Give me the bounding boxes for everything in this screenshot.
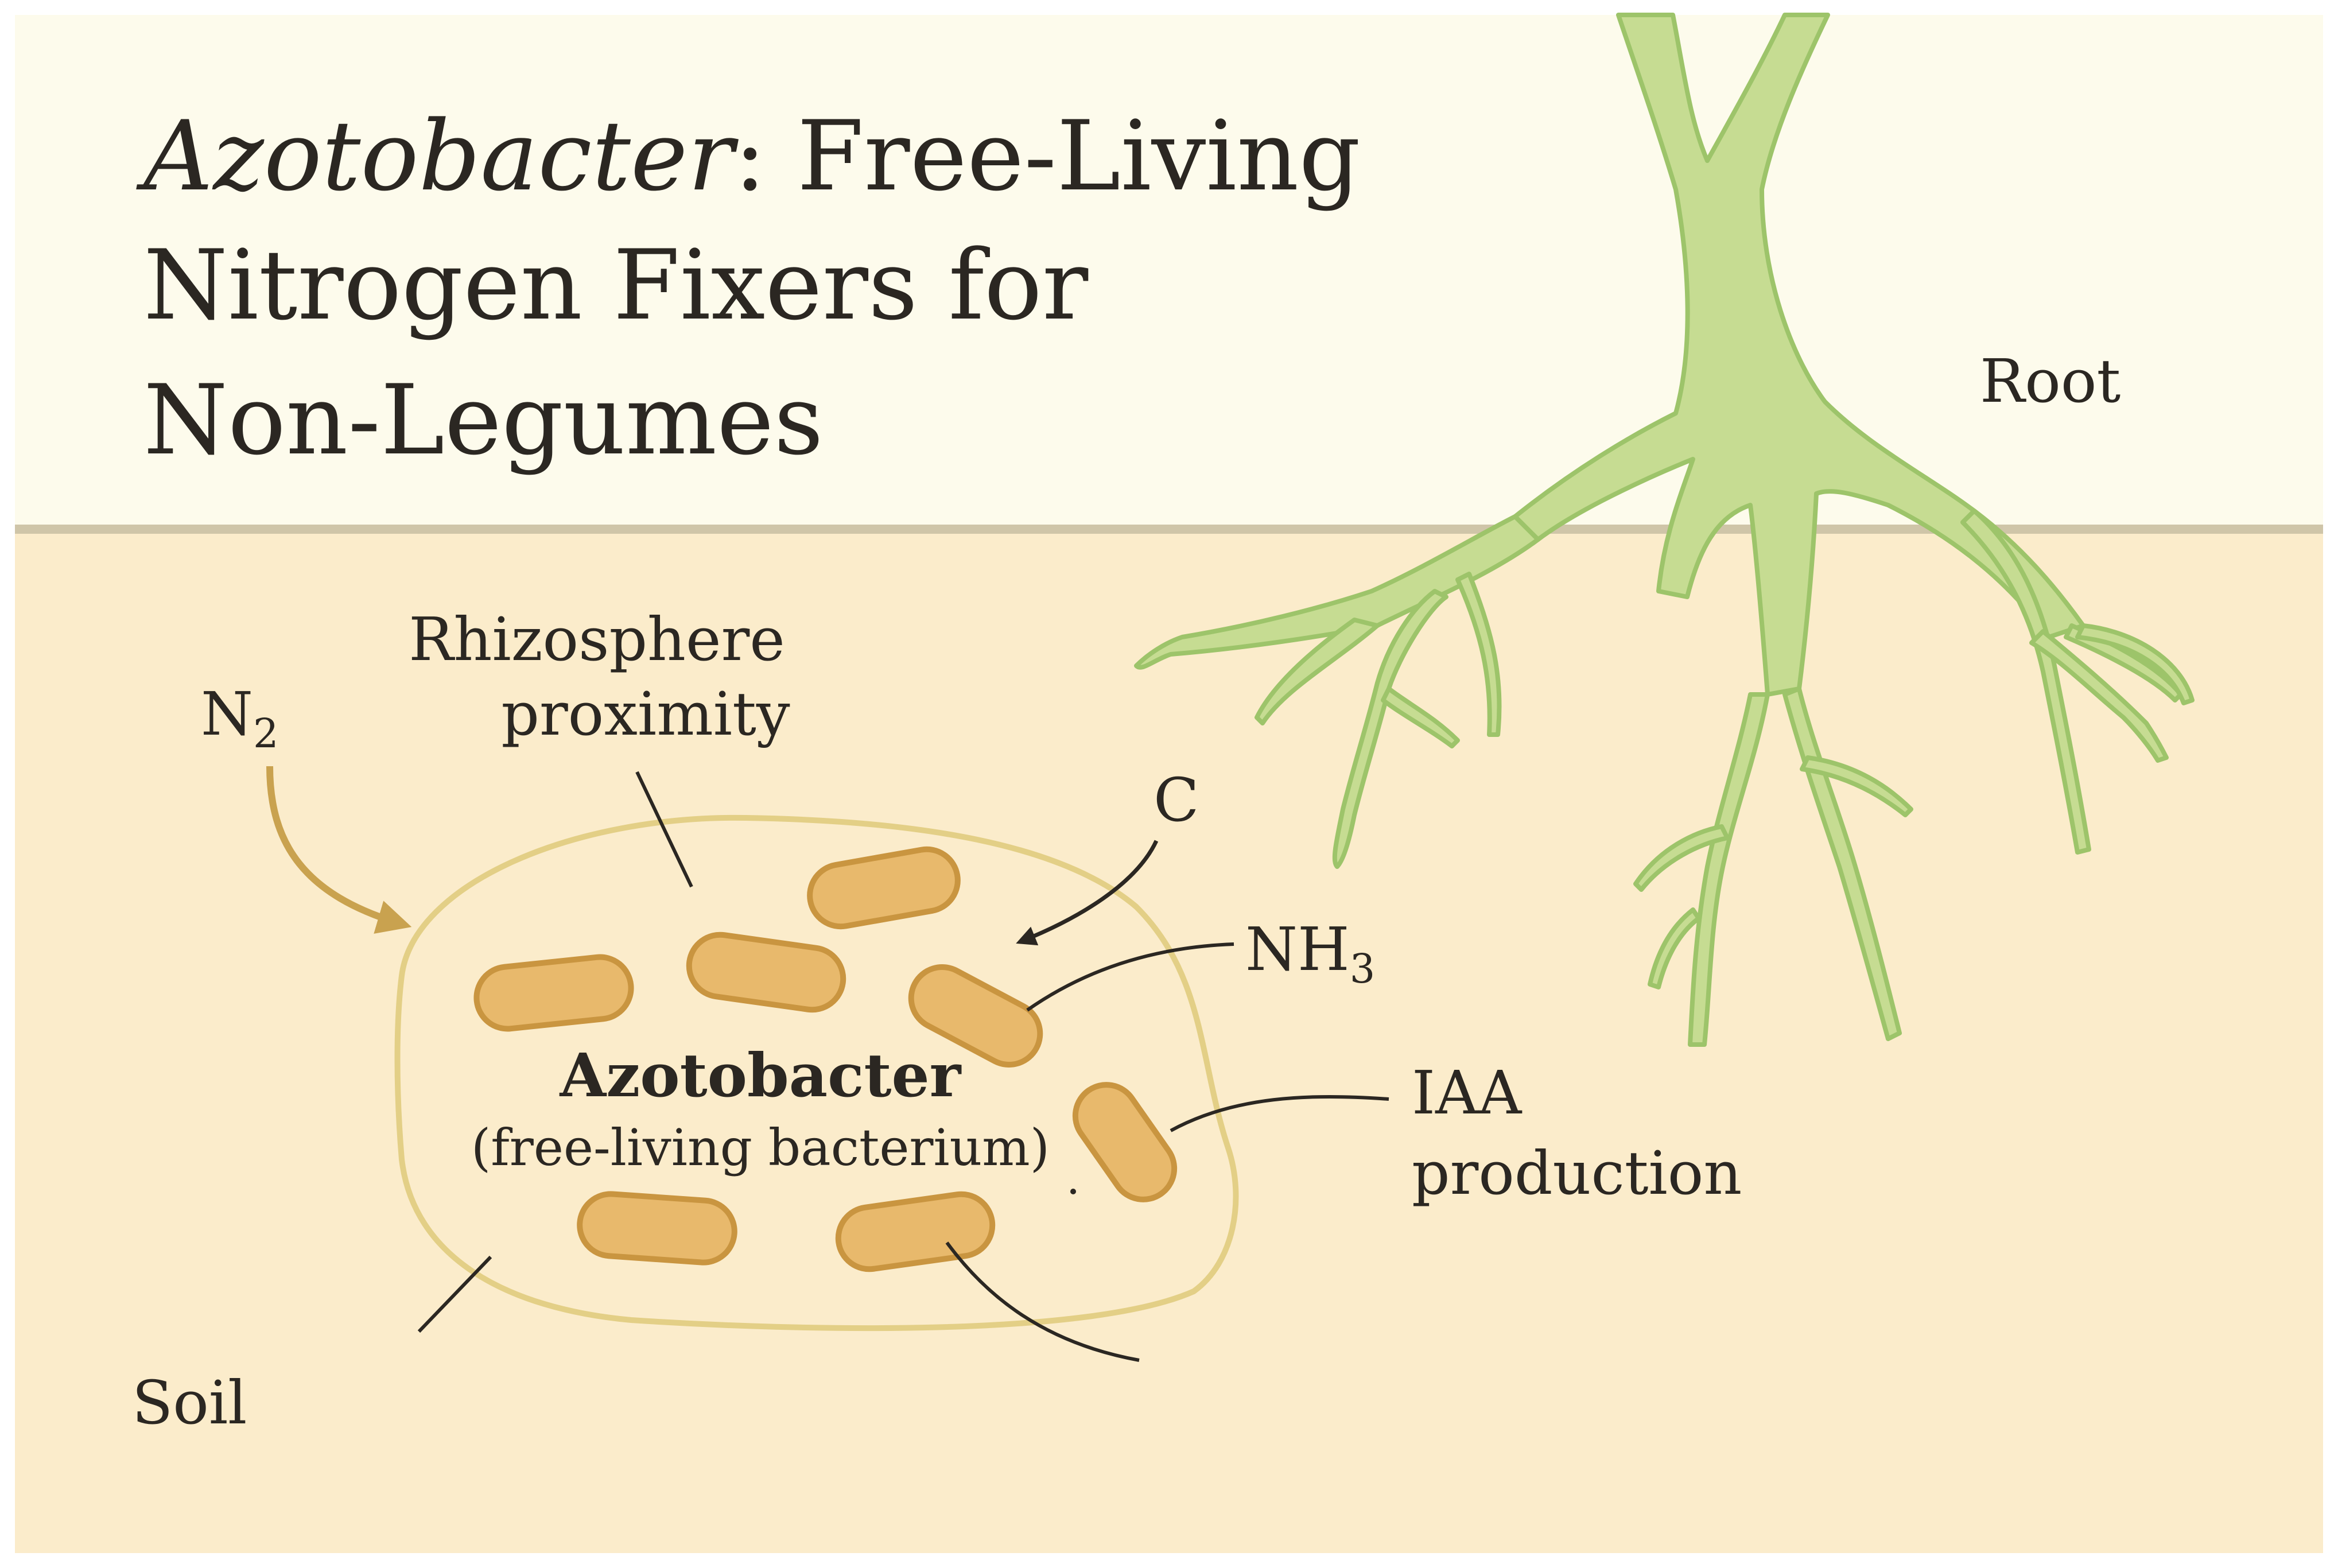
rhizosphere-leader-line <box>635 771 693 888</box>
bacterium-name-label: Azotobacter <box>560 1040 962 1111</box>
nh3-label: NH3 <box>1245 914 1375 992</box>
bacterium-cell <box>473 954 634 1032</box>
rhizosphere-label-line2: proximity <box>501 679 790 749</box>
plant-root-illustration <box>1134 13 2195 1047</box>
speck-dot <box>1070 1189 1076 1194</box>
n2-base-text: N <box>201 679 253 749</box>
nh3-subscript: 3 <box>1350 945 1376 992</box>
title-line3: Non-Legumes <box>143 364 824 476</box>
n2-label: N2 <box>201 679 279 757</box>
diagram-title: Azotobacter: Free-Living Nitrogen Fixers… <box>136 100 1361 476</box>
bacterium-cell <box>577 1191 737 1266</box>
iaa-label-line2: production <box>1412 1138 1742 1208</box>
iaa-label-line1: IAA <box>1412 1058 1523 1128</box>
carbon-arrow <box>1016 840 1159 946</box>
iaa-leader-line <box>1170 1095 1389 1132</box>
bacterium-cell <box>908 964 1043 1068</box>
bacterium-cell <box>807 846 961 930</box>
lower-leader-curve <box>945 1241 1140 1362</box>
sky-background <box>15 15 2323 529</box>
carbon-label: C <box>1154 765 1199 835</box>
svg-text:Azotobacter: Free-Living: Azotobacter: Free-Living <box>136 100 1361 212</box>
bacterium-cell <box>1072 1082 1178 1202</box>
bacterium-cell <box>686 932 846 1013</box>
rhizosphere-label-line1: Rhizosphere <box>409 604 785 674</box>
bacterium-description-label: (free-living bacterium) <box>471 1118 1050 1177</box>
soil-label: Soil <box>132 1368 247 1438</box>
root-label: Root <box>1980 346 2120 416</box>
title-line2: Nitrogen Fixers for <box>143 229 1089 341</box>
title-line1-rest: : Free-Living <box>734 100 1361 212</box>
nh3-leader-line <box>1026 942 1234 1012</box>
n2-subscript: 2 <box>253 710 279 757</box>
bacteria-cluster-outline <box>394 814 1239 1332</box>
nh3-base-text: NH <box>1245 914 1350 984</box>
title-italic-word: Azotobacter <box>136 100 739 212</box>
soil-background <box>15 529 2323 1553</box>
soil-leader-line <box>417 1255 492 1333</box>
n2-arrow <box>266 766 412 934</box>
